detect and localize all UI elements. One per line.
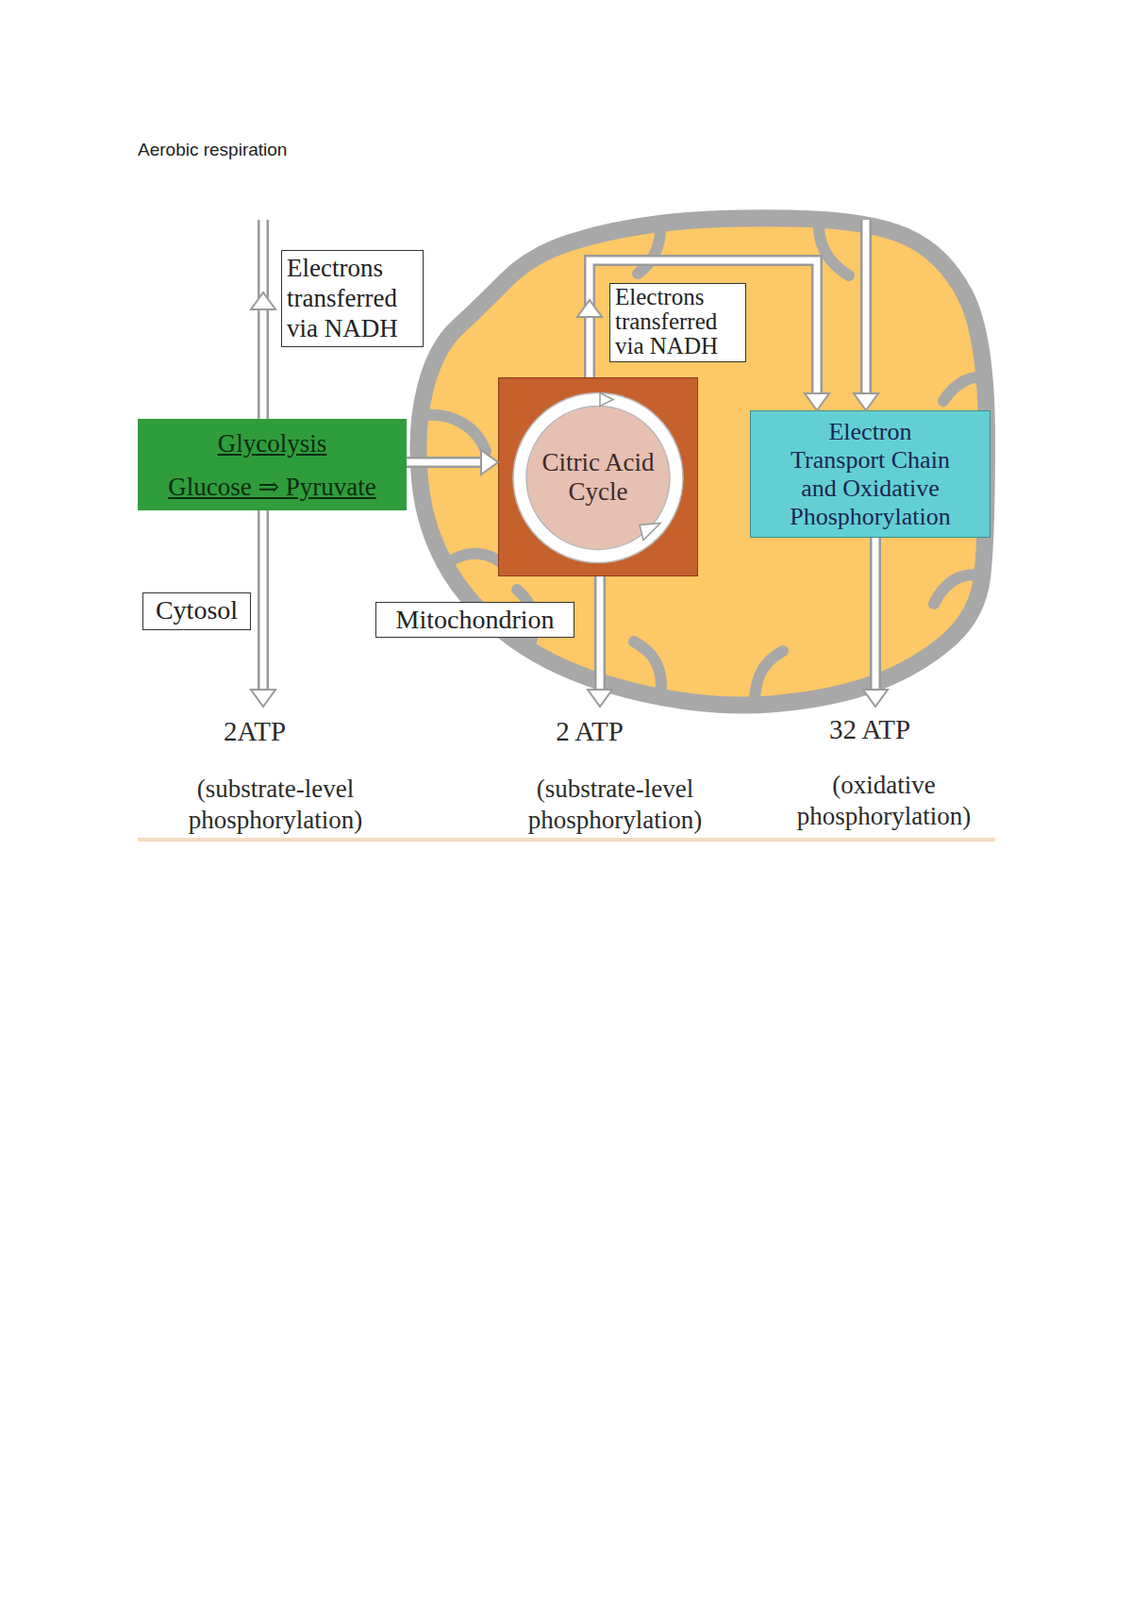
region-label-box: Cytosol [142, 592, 251, 631]
hollow-arrow [589, 260, 830, 411]
node-text: Electrons transferred via NADH [286, 252, 418, 344]
transfer-label-box: Electrons transferred via NADH [281, 249, 424, 348]
crista [637, 222, 661, 274]
arrow-core [589, 260, 817, 396]
arrow-outline [263, 219, 866, 419]
phosphorylation-note: (substrate-level phosphorylation) [501, 773, 729, 836]
transfer-label-box: Electrons transferred via NADH [609, 283, 747, 363]
arrow-shaft [260, 510, 267, 692]
page-title: Aerobic respiration [137, 139, 287, 161]
node-text: Cytosol [147, 594, 247, 627]
arrow-head [587, 689, 613, 707]
arrow-head [853, 393, 879, 411]
arrow-head [481, 449, 499, 475]
crista [633, 641, 662, 699]
crista [943, 377, 983, 401]
node-text: Glucose ⇒ Pyruvate [167, 465, 377, 509]
arrow-shaft [594, 576, 606, 692]
arrow-shaft [869, 537, 882, 692]
arrow-head [804, 393, 830, 411]
arrow-shaft [597, 576, 604, 692]
arrow-shaft [872, 537, 880, 692]
node-text: Electron Transport Chain and Oxidative P… [783, 417, 958, 532]
cycle-box: Citric Acid Cycle [498, 377, 699, 577]
arrow-head [863, 689, 888, 707]
node-text: Electrons transferred via NADH [615, 284, 741, 359]
arrow-outline [406, 456, 483, 468]
bottom-rule [137, 837, 996, 842]
ring-inner [526, 406, 670, 550]
phosphorylation-note: (substrate-level phosphorylation) [162, 773, 389, 836]
process-box: GlycolysisGlucose ⇒ Pyruvate [137, 418, 407, 511]
region-label-box: Mitochondrion [375, 601, 575, 638]
ring-outer [513, 393, 683, 564]
arrow-shaft [257, 510, 269, 692]
hollow-arrow [263, 219, 879, 419]
crista [933, 574, 982, 604]
atp-yield: 2 ATP [495, 715, 684, 748]
arrow-head [250, 689, 276, 707]
crista [818, 218, 849, 276]
arrow-core [406, 459, 483, 467]
arrow-head [250, 292, 276, 310]
crista [754, 650, 783, 703]
crista [443, 553, 505, 566]
process-box: Electron Transport Chain and Oxidative P… [749, 410, 991, 538]
node-text: Mitochondrion [380, 603, 570, 636]
cycle-arrow [599, 393, 614, 407]
phosphorylation-note: (oxidative phosphorylation) [770, 769, 998, 833]
node-text: Glycolysis [217, 421, 328, 466]
arrow-head [577, 299, 602, 317]
cycle-arrow [639, 523, 661, 541]
arrow-outline [589, 260, 817, 396]
hollow-arrow [406, 449, 499, 475]
atp-yield: 2ATP [160, 715, 350, 748]
atp-yield: 32 ATP [775, 713, 965, 746]
node-text: Citric Acid Cycle [532, 448, 665, 507]
arrow-core [263, 219, 866, 419]
crista [426, 415, 486, 451]
